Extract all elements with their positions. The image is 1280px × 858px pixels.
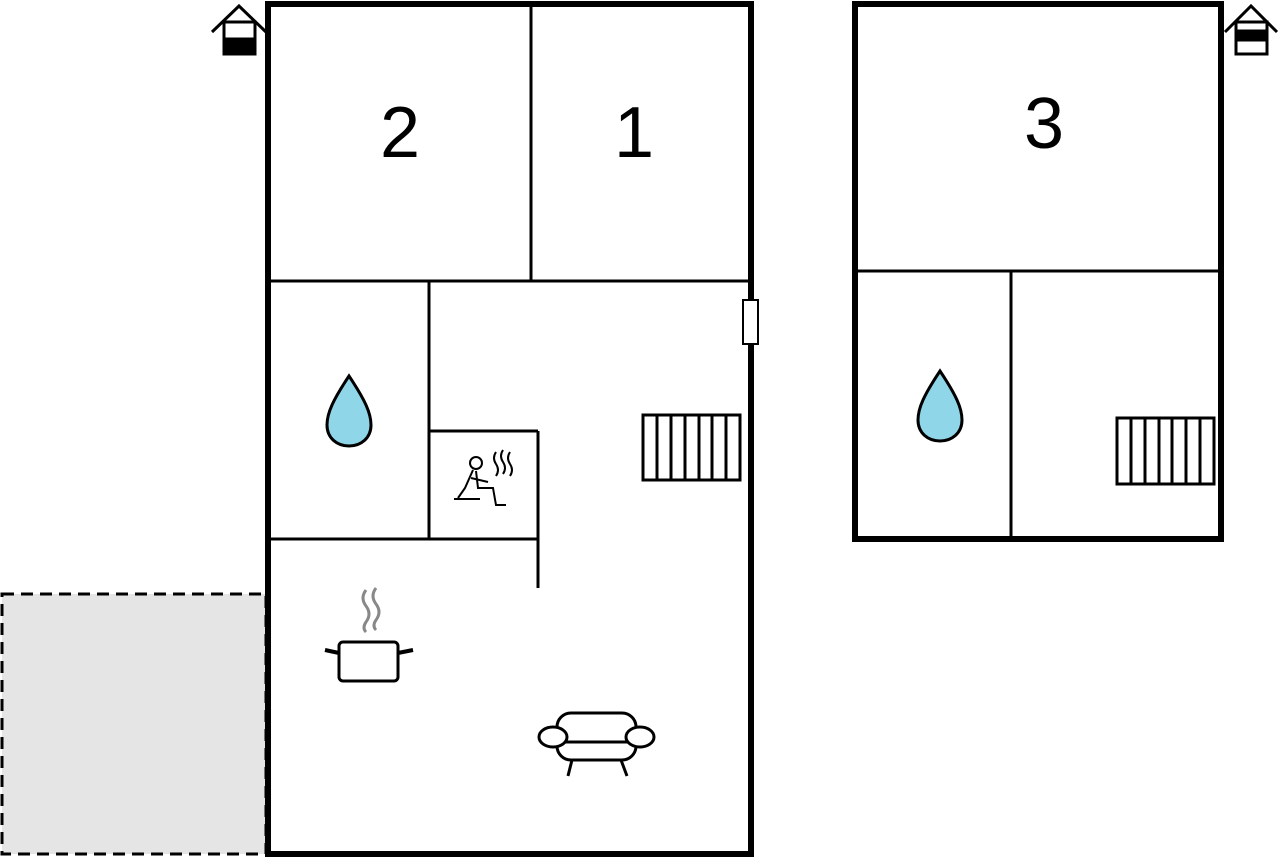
sauna-icon — [454, 449, 513, 506]
floor-2: 3 — [852, 1, 1279, 542]
room-label-3: 3 — [1024, 84, 1064, 164]
floor-1-outer-wall — [265, 1, 754, 857]
room-label-1: 1 — [614, 93, 654, 173]
terrace-area — [0, 592, 268, 856]
floor-1: 2 1 — [210, 1, 759, 857]
house-entrance-icon — [210, 3, 268, 56]
house-upper-floor-icon — [1223, 3, 1279, 56]
sofa-icon — [537, 711, 656, 777]
window-marker — [742, 299, 759, 345]
water-drop-icon — [916, 368, 964, 443]
room-label-2: 2 — [380, 93, 420, 173]
cooking-pot-icon — [324, 587, 414, 683]
stairs-icon — [1115, 416, 1216, 486]
stairs-icon — [641, 413, 742, 482]
water-drop-icon — [325, 373, 373, 448]
